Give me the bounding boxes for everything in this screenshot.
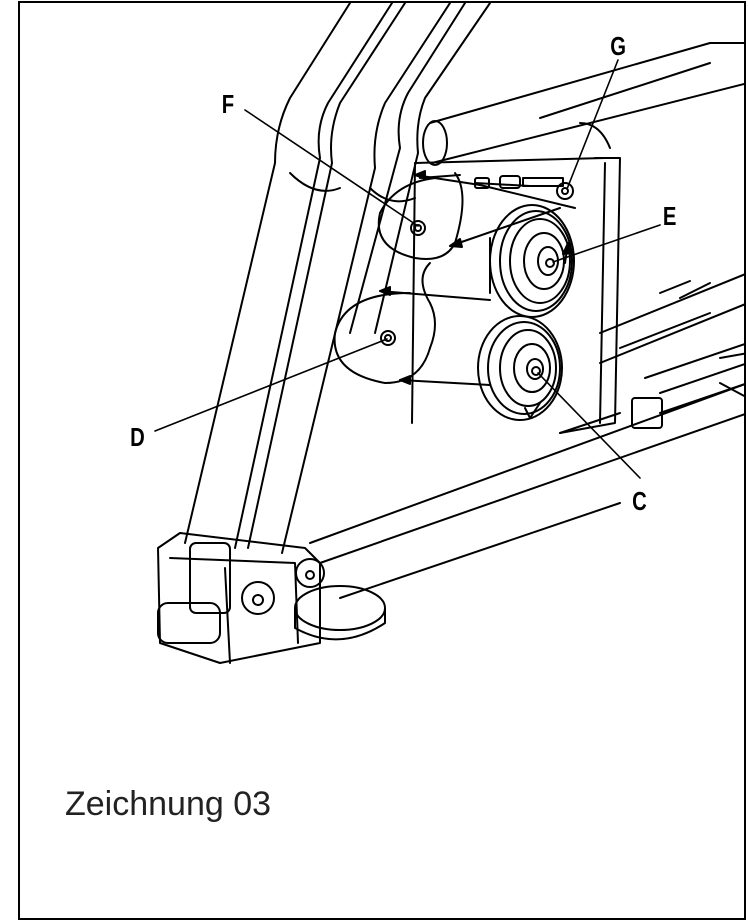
- top-crossbar: [422, 42, 744, 166]
- pulley-c: [477, 315, 563, 421]
- callout-label-f: F: [221, 89, 235, 119]
- idler-pulley-d: [333, 262, 436, 384]
- callout-label-d: D: [130, 422, 145, 452]
- cable-stop-g: [474, 175, 574, 200]
- leader-d: [154, 338, 388, 432]
- base-tube: [309, 383, 744, 599]
- rear-tube: [599, 273, 744, 429]
- drawing-frame: F G E D C Zeichnung 03: [18, 1, 746, 920]
- cable-routing: [379, 170, 576, 386]
- frame-column: [184, 3, 491, 554]
- callout-leaders: [154, 59, 661, 479]
- figure-caption: Zeichnung 03: [65, 785, 272, 823]
- pulley-e: [489, 204, 575, 318]
- leader-c: [537, 372, 641, 479]
- leader-g: [566, 59, 619, 190]
- callout-label-c: C: [632, 486, 647, 516]
- callout-label-e: E: [662, 201, 677, 231]
- callout-label-g: G: [610, 31, 627, 61]
- foot-assembly: [157, 532, 386, 664]
- assembly-drawing: [154, 3, 744, 664]
- leader-f: [244, 109, 419, 227]
- leader-e: [552, 224, 661, 263]
